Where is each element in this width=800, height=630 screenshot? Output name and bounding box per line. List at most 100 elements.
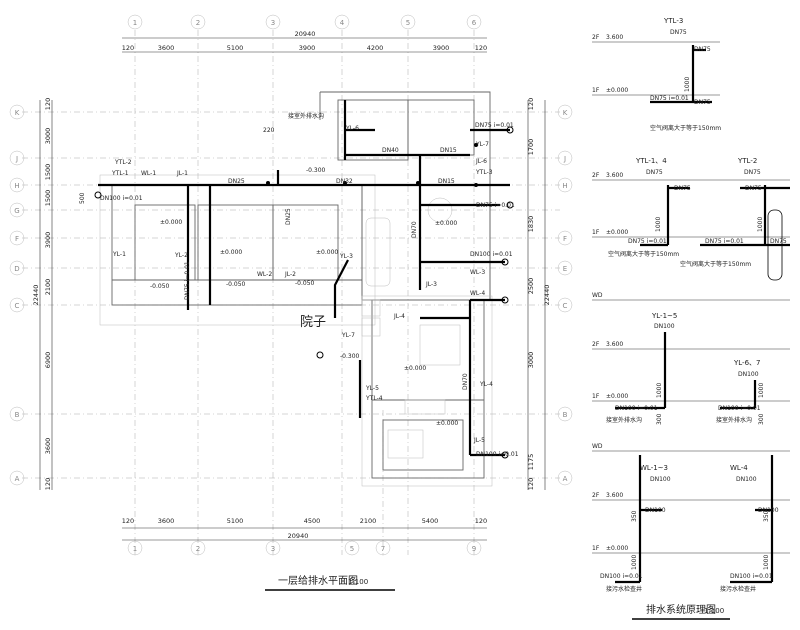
pipe-tag: YL-5 [365,385,379,392]
svg-text:2100: 2100 [44,279,52,296]
svg-text:3900: 3900 [299,44,316,52]
svg-text:DN100: DN100 [736,476,757,483]
svg-text:H: H [14,182,19,190]
left-total-dim: 22440 [32,285,40,306]
svg-text:±0.000: ±0.000 [606,545,628,552]
svg-text:6900: 6900 [44,352,52,369]
pipe-tag: YTL-2 [114,159,132,166]
axis-col-1: 1 [133,19,137,27]
dim-tag-500: 500 [79,192,86,204]
bottom-total-dim: 20940 [288,532,309,540]
svg-text:DN100 i=0.01: DN100 i=0.01 [600,573,643,580]
svg-text:1700: 1700 [527,139,535,156]
svg-text:DN25: DN25 [228,178,245,185]
svg-text:2F: 2F [592,34,600,41]
svg-text:空气阀离大于等于150mm: 空气阀离大于等于150mm [650,124,721,132]
svg-text:DN100: DN100 [758,507,779,514]
svg-text:300: 300 [656,413,663,425]
svg-text:2F: 2F [592,492,600,499]
axis-col-2: 2 [196,19,200,27]
svg-text:2F: 2F [592,172,600,179]
svg-text:1000: 1000 [684,77,691,92]
svg-text:5: 5 [350,545,354,553]
svg-text:±0.000: ±0.000 [404,365,426,372]
svg-text:2: 2 [196,545,200,553]
svg-text:WD: WD [592,443,603,450]
pipe-tag: YL-2 [174,252,188,259]
svg-text:120: 120 [122,44,134,52]
axis-col-3: 3 [271,19,275,27]
svg-text:9: 9 [472,545,476,553]
system-block-ytl124: YTL-1、4 DN75 YTL-2 DN75 2F 3.600 1F ±0.0… [592,157,790,281]
pipe-tag: YL-6 [345,125,359,132]
pipe-tag: JL-1 [176,170,188,177]
svg-text:5100: 5100 [227,517,244,525]
svg-text:YL-1~5: YL-1~5 [651,312,677,320]
plan-scale: 1:100 [348,578,368,586]
svg-text:DN15: DN15 [440,147,457,154]
svg-text:DN75: DN75 [670,29,687,36]
svg-text:DN100: DN100 [738,371,759,378]
svg-text:空气阀离大于等于150mm: 空气阀离大于等于150mm [608,250,679,258]
svg-text:A: A [563,475,568,483]
svg-text:1F: 1F [592,229,600,236]
svg-text:2500: 2500 [527,278,535,295]
svg-text:1000: 1000 [758,383,765,398]
svg-text:F: F [15,235,19,243]
svg-text:3600: 3600 [158,517,175,525]
svg-text:DN70: DN70 [411,221,418,238]
svg-text:接室外排水沟: 接室外排水沟 [606,416,642,424]
pipe-tag: YL-1 [112,251,126,258]
svg-text:1F: 1F [592,87,600,94]
svg-text:H: H [562,182,567,190]
axis-col-5: 5 [406,19,410,27]
system-block-wl: WD WL-1~3 DN100 WL-4 DN100 2F 3.600 1F ±… [592,443,790,593]
svg-text:DN100 i=0.01: DN100 i=0.01 [718,405,761,412]
pipe-tag: YTL-4 [365,395,383,402]
svg-text:DN75 i=0.01: DN75 i=0.01 [705,238,744,245]
svg-text:1000: 1000 [655,217,662,232]
svg-text:120: 120 [475,44,487,52]
right-total-dim: 22440 [543,285,551,306]
svg-text:F: F [563,235,567,243]
svg-text:DN100: DN100 [650,476,671,483]
svg-text:1830: 1830 [527,216,535,233]
pipe-tag: WL-1 [141,170,156,177]
svg-text:A: A [15,475,20,483]
svg-text:1F: 1F [592,545,600,552]
svg-text:DN100: DN100 [654,323,675,330]
svg-text:DN100 i=0.01: DN100 i=0.01 [476,451,519,458]
pipe-tag: YTL-3 [475,169,493,176]
svg-text:4200: 4200 [367,44,384,52]
svg-text:DN75 i=0.01: DN75 i=0.01 [628,238,667,245]
pipe-tag: YL-7 [475,141,489,148]
svg-text:120: 120 [44,98,52,110]
top-total-dim: 20940 [295,30,316,38]
column-axis-bubbles-top: 1 2 3 4 5 6 [127,14,482,30]
svg-text:350: 350 [631,510,638,522]
system-title-block: 排水系统原理图 1:100 [632,603,730,620]
svg-text:±0.000: ±0.000 [220,249,242,256]
pipe-tag: JL-2 [284,271,296,278]
svg-text:DN100: DN100 [645,507,666,514]
system-block-ytl3: 2F 3.600 1F ±0.000 YTL-3 DN75 DN75 i=0.0… [592,17,721,132]
pipe-tag: JL-3 [425,281,437,288]
svg-text:4500: 4500 [304,517,321,525]
svg-text:DN75: DN75 [770,238,787,245]
svg-text:DN70: DN70 [462,373,469,390]
riser-name: YTL-3 [663,17,683,25]
pipe-tag: WL-4 [470,290,485,297]
svg-text:B: B [15,411,20,419]
svg-text:-0.300: -0.300 [340,353,360,360]
svg-text:±0.000: ±0.000 [436,420,458,427]
svg-text:D: D [14,265,19,273]
plan-title: 一层给排水平面图 [278,574,358,587]
svg-text:2100: 2100 [360,517,377,525]
svg-text:DN100 i=0.01: DN100 i=0.01 [615,405,658,412]
pipe-tag: WL-3 [470,269,485,276]
svg-text:1F: 1F [592,393,600,400]
svg-text:3900: 3900 [433,44,450,52]
system-block-yl: WD YL-1~5 DN100 YL-6、7 DN100 2F 3.600 1F… [592,292,790,425]
svg-text:3600: 3600 [44,438,52,455]
system-diagram: 2F 3.600 1F ±0.000 YTL-3 DN75 DN75 i=0.0… [592,17,790,620]
